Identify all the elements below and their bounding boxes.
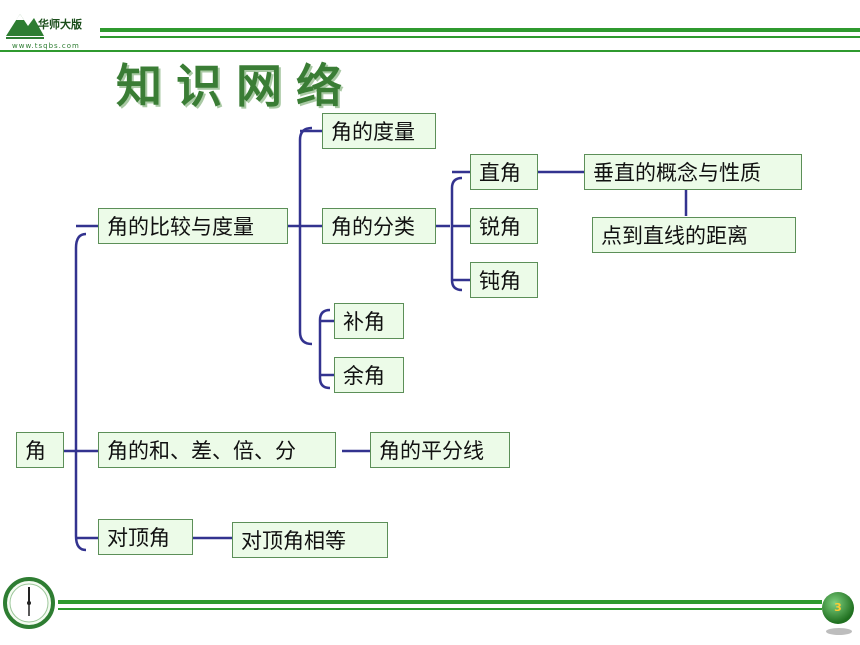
node-root: 角 <box>16 432 64 468</box>
node-acute-angle: 锐角 <box>470 208 538 244</box>
node-sum-diff: 角的和、差、倍、分 <box>98 432 336 468</box>
publisher-url: www.tsqbs.com <box>12 42 80 50</box>
node-bisector: 角的平分线 <box>370 432 510 468</box>
clock-icon <box>2 576 56 630</box>
mountain-logo-icon <box>6 14 44 39</box>
footer-stripe-thin <box>58 608 822 610</box>
header-stripe-thin <box>100 36 860 38</box>
node-complementary: 余角 <box>334 357 404 393</box>
node-vertical-angles: 对顶角 <box>98 519 193 555</box>
node-compare-measure: 角的比较与度量 <box>98 208 288 244</box>
page-number-shadow <box>826 628 852 635</box>
node-vertical-equal: 对顶角相等 <box>232 522 388 558</box>
brace-supp <box>318 308 331 390</box>
node-measure: 角的度量 <box>322 113 436 149</box>
page-title: 知识网络 <box>116 59 356 113</box>
node-obtuse-angle: 钝角 <box>470 262 538 298</box>
footer-stripe-thick <box>58 600 822 604</box>
header-stripe-base <box>0 50 860 52</box>
node-point-line-distance: 点到直线的距离 <box>592 217 796 253</box>
header-stripe-thick <box>100 28 860 32</box>
node-classify: 角的分类 <box>322 208 436 244</box>
brace-classify <box>450 176 463 292</box>
node-supplementary: 补角 <box>334 303 404 339</box>
brace-root <box>74 232 87 552</box>
publisher-logo: 华师大版 www.tsqbs.com <box>4 6 100 52</box>
brace-compare <box>298 126 313 346</box>
node-right-angle: 直角 <box>470 154 538 190</box>
publisher-name: 华师大版 <box>38 18 82 31</box>
node-perpendicular: 垂直的概念与性质 <box>584 154 802 190</box>
page-number-badge: 3 <box>822 592 854 624</box>
